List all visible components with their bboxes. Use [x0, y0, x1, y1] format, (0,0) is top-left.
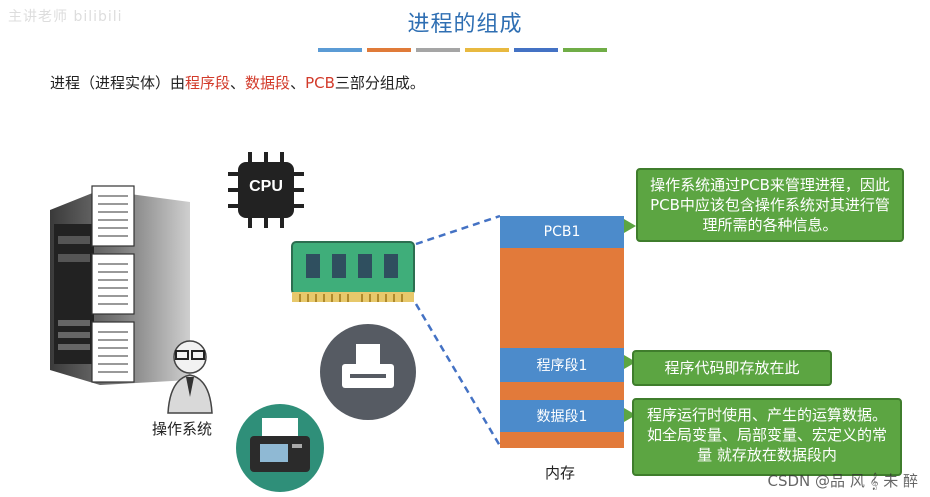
callout-pcb: 操作系统通过PCB来管理进程，因此PCB中应该包含操作系统对其进行管理所需的各种…	[636, 168, 904, 242]
intro-prefix: 进程（进程实体）由	[50, 74, 186, 92]
title-underline-stripes	[318, 48, 607, 52]
callout-data-text: 程序运行时使用、产生的运算数据。如全局变量、局部变量、宏定义的常量 就存放在数据…	[646, 406, 887, 464]
intro-sentence: 进程（进程实体）由程序段、数据段、PCB三部分组成。	[50, 72, 425, 93]
callout-data: 程序运行时使用、产生的运算数据。如全局变量、局部变量、宏定义的常量 就存放在数据…	[632, 398, 902, 476]
memory-block-program: 程序段1	[500, 348, 624, 382]
intro-program-segment: 程序段	[185, 74, 231, 92]
fax-printer-icon	[236, 404, 324, 492]
channel-logo: 主讲老师 bilibili	[8, 9, 123, 25]
printer-icon	[320, 324, 416, 420]
memory-block-label: PCB1	[543, 224, 581, 240]
stripe-orange	[367, 48, 411, 52]
page-title: 进程的组成	[407, 12, 523, 37]
memory-block-pcb1: PCB1	[500, 216, 624, 248]
cpu-icon	[228, 152, 304, 228]
watermark: CSDN @品 风 𝄞 未 醉	[767, 472, 918, 490]
memory-column: PCB1 程序段1 数据段1	[500, 216, 624, 448]
stripe-blue	[318, 48, 362, 52]
server-illustration	[50, 190, 190, 385]
intro-data-segment: 数据段	[245, 74, 291, 92]
callout-program-text: 程序代码即存放在此	[664, 359, 800, 377]
stripe-yellow	[465, 48, 509, 52]
memory-block-label: 程序段1	[536, 358, 588, 374]
callout-pcb-text: 操作系统通过PCB来管理进程，因此PCB中应该包含操作系统对其进行管理所需的各种…	[650, 176, 890, 234]
intro-separator: 、	[290, 74, 306, 92]
intro-separator: 、	[230, 74, 246, 92]
memory-block-data: 数据段1	[500, 400, 624, 432]
stripe-gray	[416, 48, 460, 52]
intro-suffix: 三部分组成。	[334, 74, 425, 92]
document-stack-icon	[91, 185, 135, 383]
stripe-green	[563, 48, 607, 52]
stripe-darkblue	[514, 48, 558, 52]
intro-pcb: PCB	[305, 74, 335, 92]
callout-program: 程序代码即存放在此	[632, 350, 832, 386]
os-label: 操作系统	[152, 420, 213, 438]
ram-icon	[291, 241, 415, 302]
memory-block-label: 数据段1	[536, 409, 588, 425]
memory-label: 内存	[545, 464, 576, 482]
person-icon	[167, 340, 213, 414]
cpu-label: CPU	[249, 178, 283, 195]
